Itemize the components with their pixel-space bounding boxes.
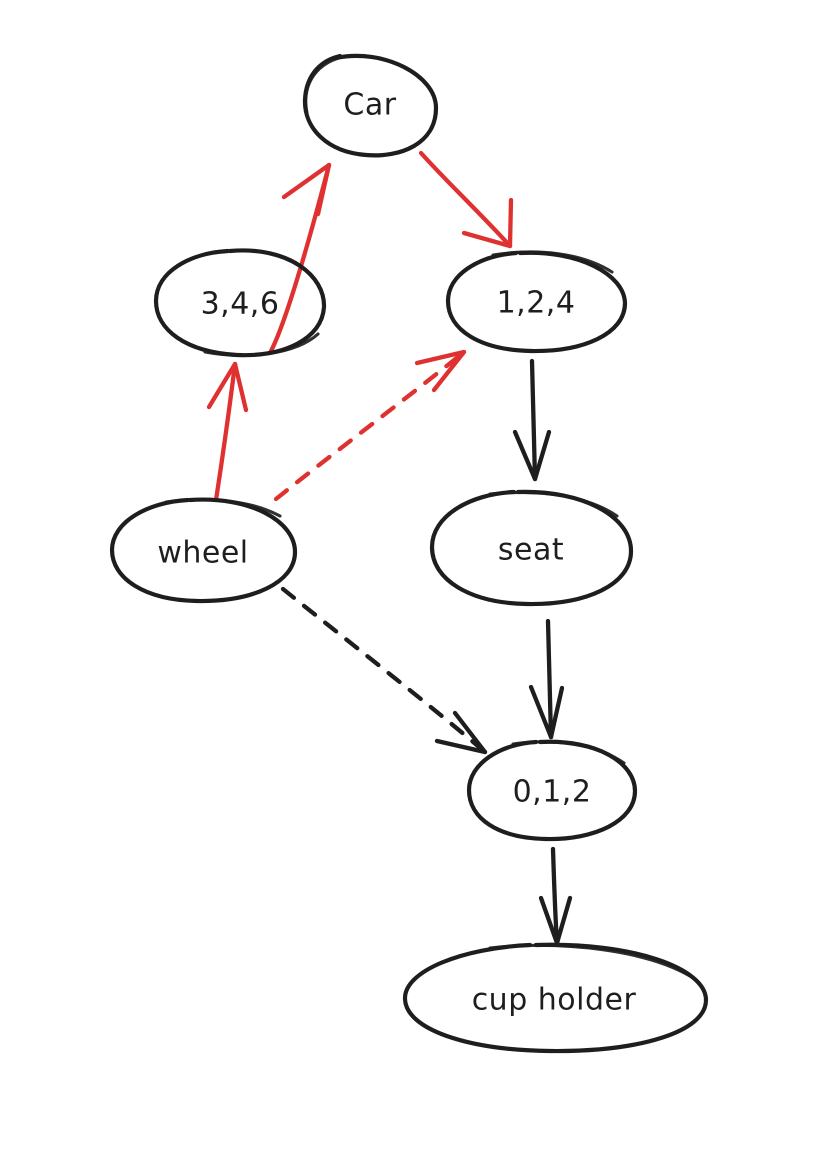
node-wheel[interactable]: wheel (109, 497, 298, 604)
edge-seat-to-012[interactable] (528, 618, 565, 740)
edge-124-to-seat[interactable] (512, 358, 552, 482)
node-seat[interactable]: seat (429, 489, 634, 607)
node-label-012: 0,1,2 (513, 775, 592, 810)
edge-car-to-124[interactable] (418, 150, 514, 249)
node-label-car: Car (343, 88, 396, 123)
edge-346-to-car[interactable] (268, 162, 332, 354)
edge-012-to-cupholder[interactable] (538, 846, 573, 946)
node-012[interactable]: 0,1,2 (466, 739, 638, 842)
node-label-124: 1,2,4 (497, 286, 576, 321)
edge-wheel-to-346[interactable] (206, 361, 249, 503)
node-cupholder[interactable]: cup holder (402, 942, 709, 1054)
node-label-seat: seat (498, 533, 564, 568)
node-label-wheel: wheel (157, 536, 248, 571)
node-label-346: 3,4,6 (201, 287, 280, 322)
node-car[interactable]: Car (302, 53, 439, 158)
edge-wheel-to-012[interactable] (280, 586, 488, 755)
edge-wheel-to-124[interactable] (273, 349, 467, 502)
node-124[interactable]: 1,2,4 (445, 250, 628, 354)
node-label-cupholder: cup holder (472, 983, 637, 1018)
node-346[interactable]: 3,4,6 (153, 248, 327, 358)
